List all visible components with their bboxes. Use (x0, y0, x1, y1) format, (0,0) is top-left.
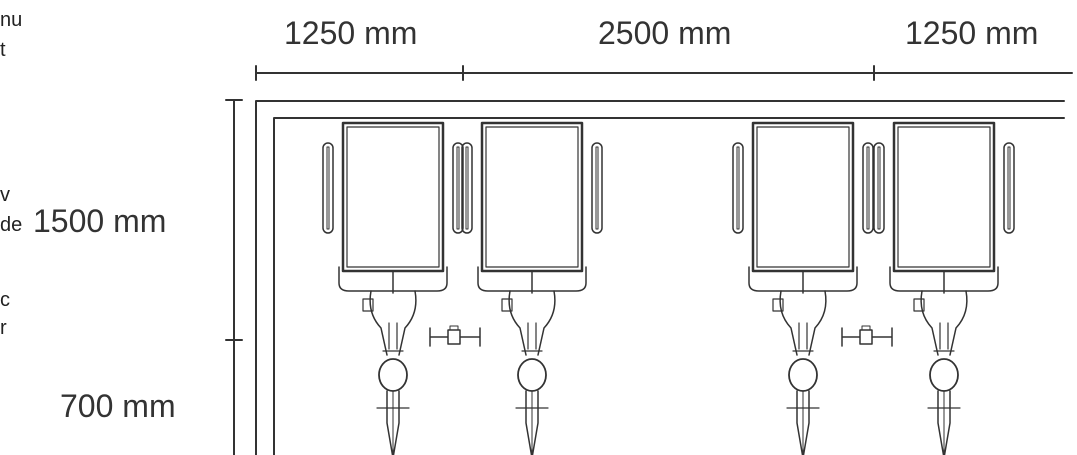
clipped-text-fragment: v (0, 184, 10, 206)
dimension-label-left-bay: 1250 mm (284, 15, 418, 51)
cargo-trike (872, 121, 1016, 455)
cargo-trike (460, 121, 604, 455)
clipped-text-fragment: de (0, 214, 23, 236)
clipped-text-fragment: t (0, 39, 6, 61)
parking-bay-outline (255, 100, 1065, 455)
cargo-trike (731, 121, 875, 455)
dimension-label-depth: 1500 mm (33, 203, 167, 239)
clipped-text-fragment: r (0, 317, 7, 339)
clipped-text-fragment: nu (0, 9, 23, 31)
trike-coupling (429, 325, 481, 347)
dimension-label-middle-gap: 2500 mm (598, 15, 732, 51)
dimension-label-aisle: 700 mm (60, 388, 176, 424)
cargo-trike (321, 121, 465, 455)
dimension-label-right-bay: 1250 mm (905, 15, 1039, 51)
clipped-text-fragment: c (0, 289, 10, 311)
trike-coupling (841, 325, 893, 347)
parking-bay-inner-outline (273, 117, 1065, 455)
